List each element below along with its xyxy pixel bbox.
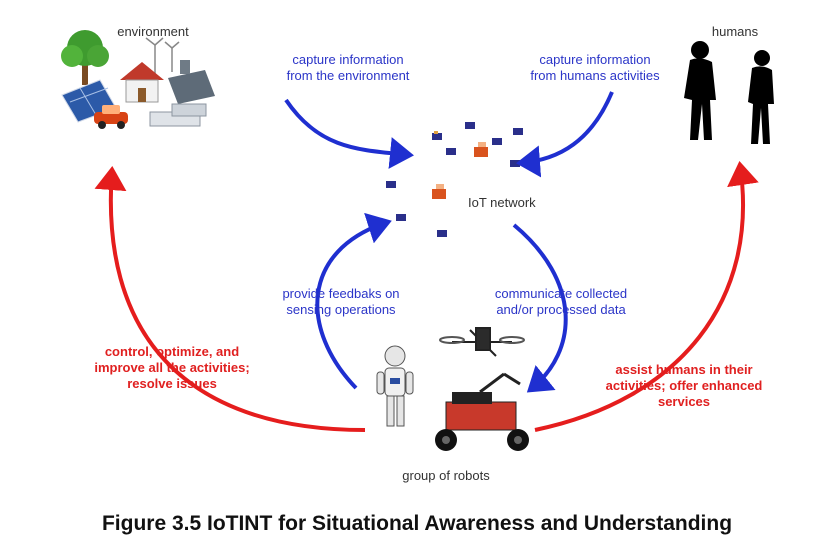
drone-illustration: [439, 327, 525, 357]
capture-humans-label: capture information from humans activiti…: [530, 52, 660, 83]
capture-env-label: capture information from the environment: [286, 52, 410, 83]
arrow-env-to-iot: [284, 98, 414, 169]
environment-label: environment: [117, 24, 189, 39]
humans-silhouettes: [684, 41, 774, 144]
humanoid-robot: [376, 345, 414, 427]
feedback-label: provide feedbaks on sensing operations: [282, 286, 400, 317]
iot-network-label: IoT network: [468, 195, 536, 210]
red-arrows: [94, 161, 759, 432]
figure-caption: Figure 3.5 IoTINT for Situational Awaren…: [101, 512, 733, 535]
arrow-robots-to-environment: [94, 166, 366, 432]
arrow-humans-to-iot: [516, 91, 614, 178]
blue-arrows: [284, 91, 614, 393]
control-label: control, optimize, and improve all the a…: [94, 344, 250, 391]
communicate-label: communicate collected and/or processed d…: [494, 286, 628, 317]
assist-label: assist humans in their activities; offer…: [605, 362, 763, 409]
arrow-iot-to-robots: [512, 223, 568, 393]
environment-illustration: [61, 30, 215, 129]
iot-devices: [386, 122, 523, 237]
wheeled-robot: [435, 372, 529, 451]
arrow-robots-to-iot: [315, 212, 392, 390]
arrow-robots-to-humans: [534, 161, 759, 432]
robots-label: group of robots: [402, 468, 490, 483]
humans-label: humans: [712, 24, 759, 39]
